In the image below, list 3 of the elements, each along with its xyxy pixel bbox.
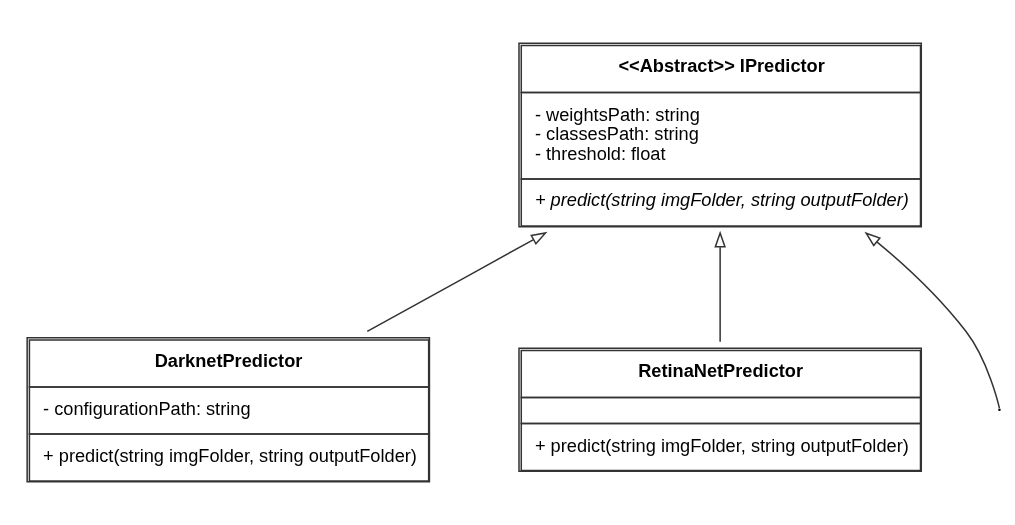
- arrow: [714, 230, 726, 343]
- arrow: [366, 231, 548, 333]
- arrow: [864, 231, 1001, 409]
